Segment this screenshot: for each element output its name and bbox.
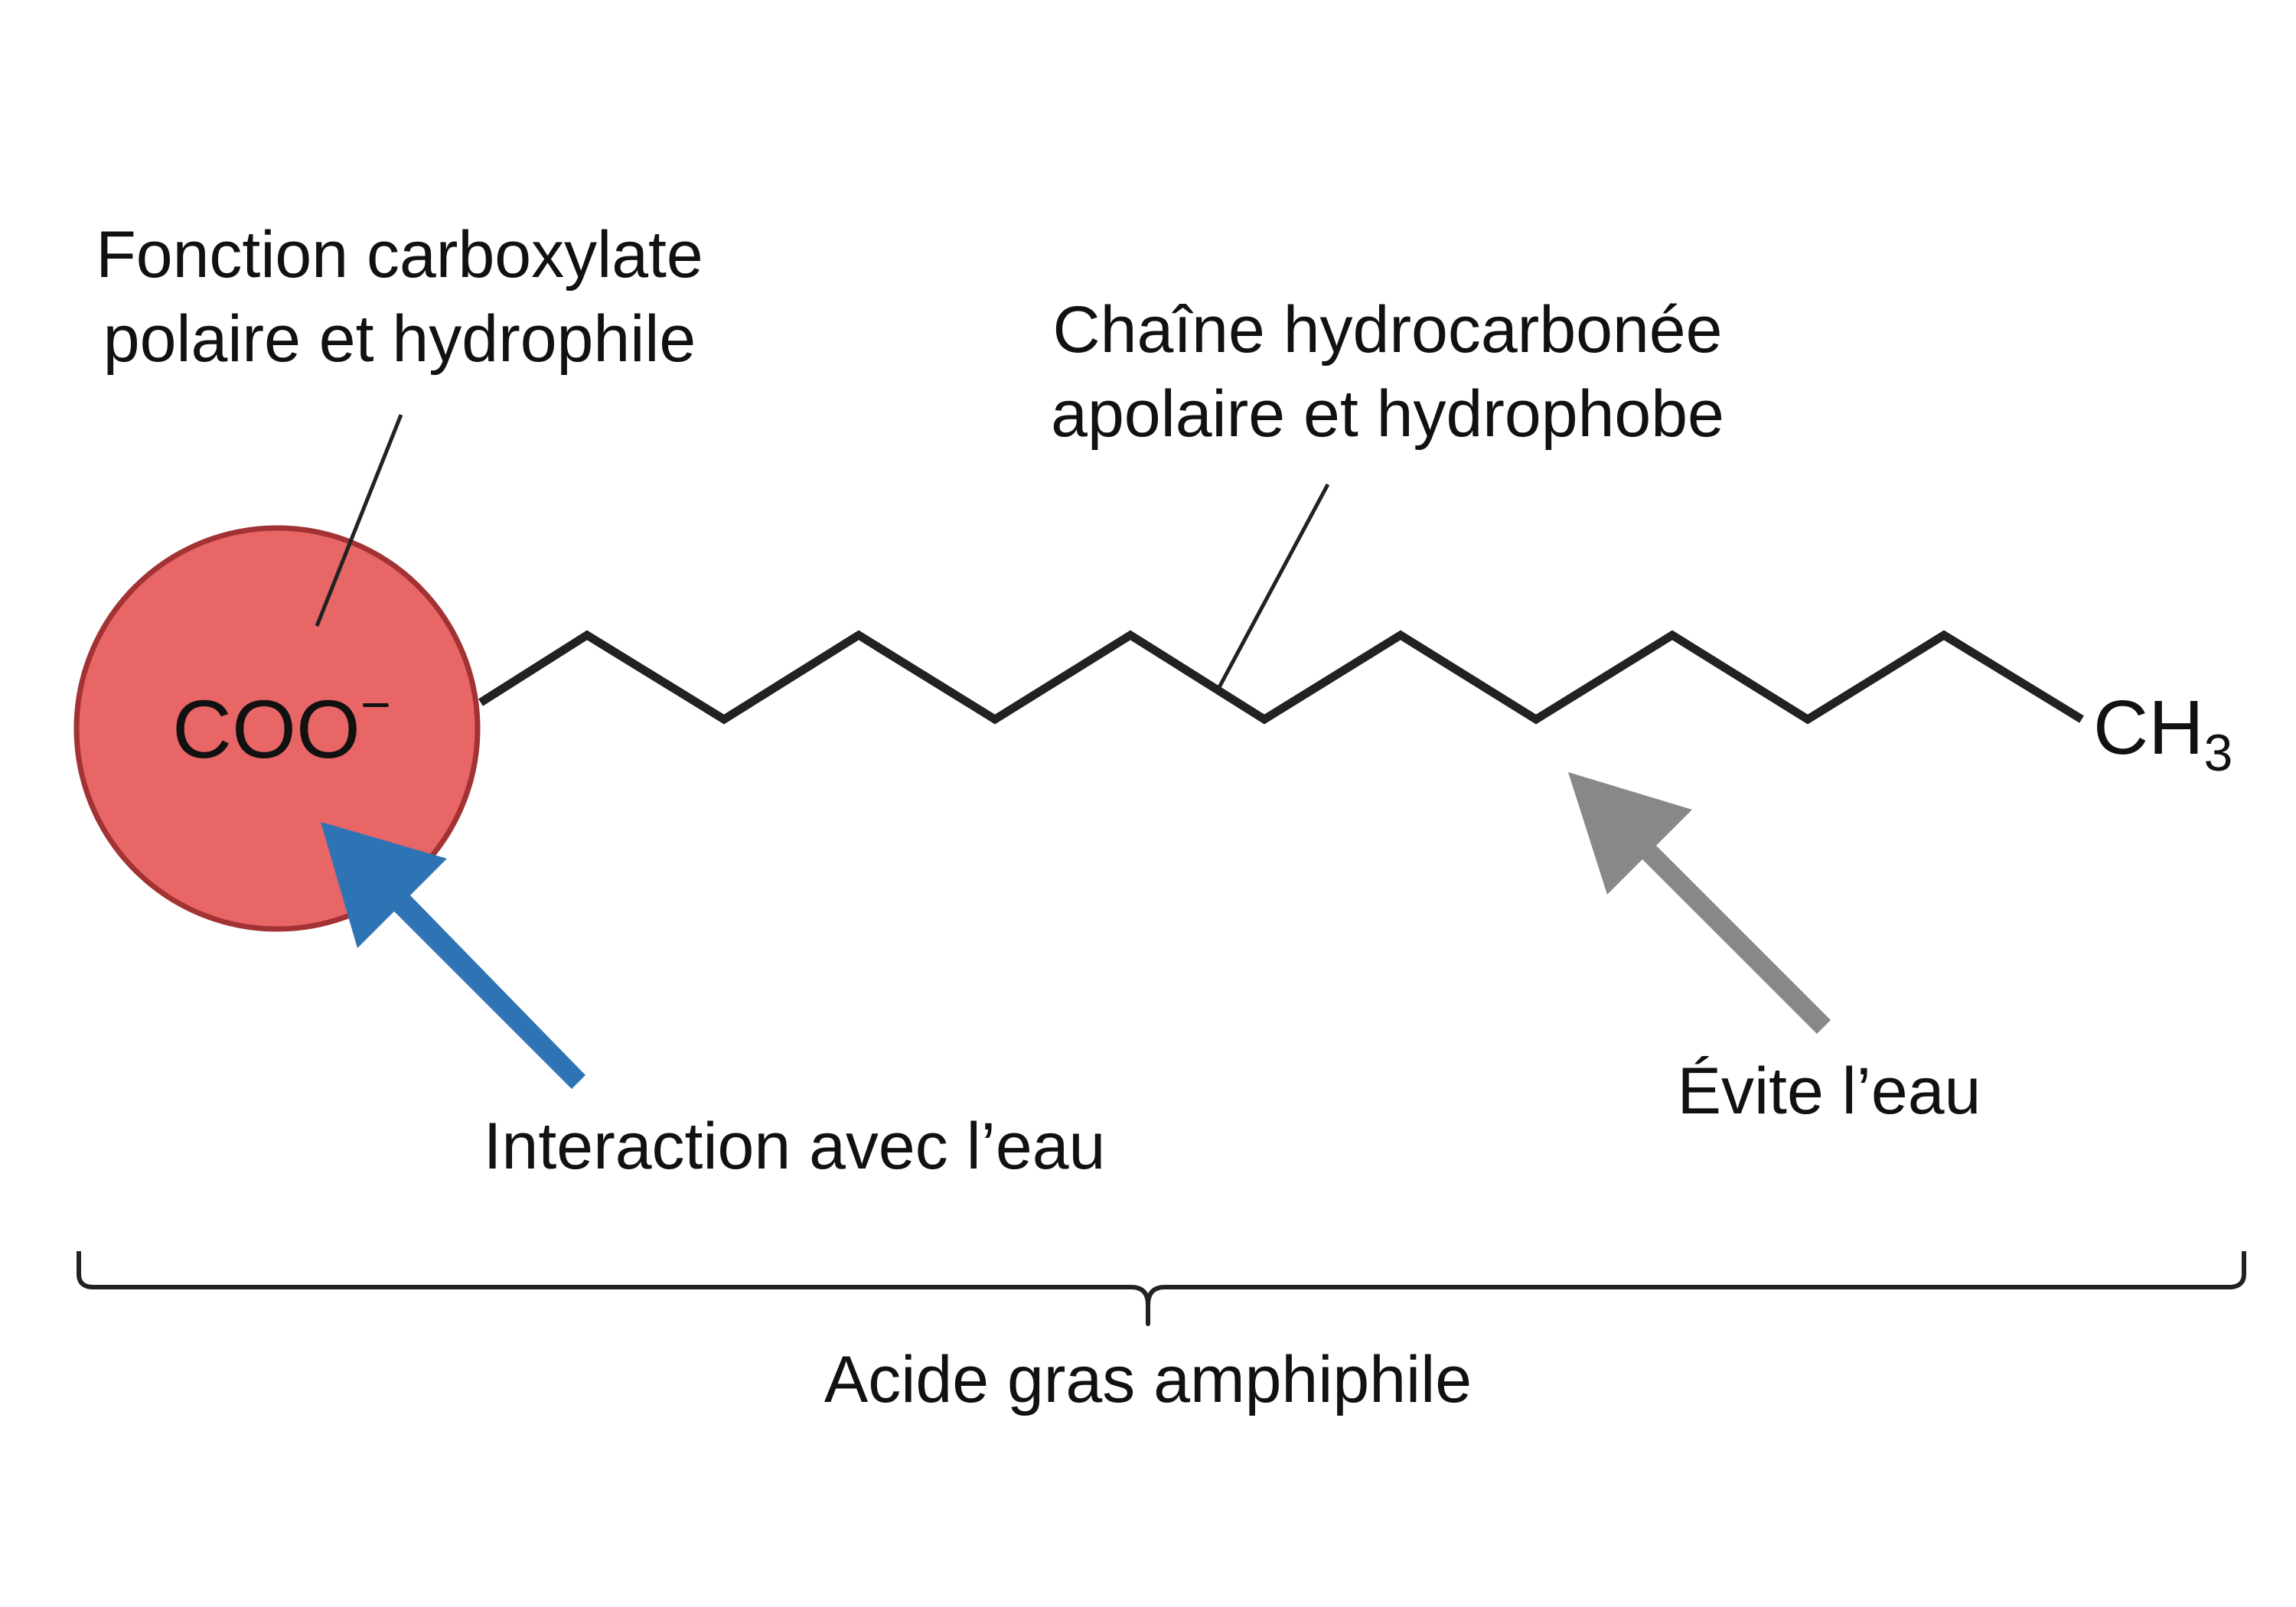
interaction-with-water-arrow [321, 822, 585, 1089]
molecule-brace [77, 1251, 2246, 1326]
head-label-line1: Fonction carboxylate [96, 218, 703, 292]
tail-formula: CH3 [2093, 685, 2232, 782]
molecule-label: Acide gras amphiphile [824, 1343, 1472, 1416]
head-formula: COO− [172, 676, 391, 775]
carboxylate-head-circle [73, 525, 481, 932]
chain-label-line1: Chaîne hydrocarbonée [1053, 293, 1723, 367]
interaction-label: Interaction avec l’eau [484, 1110, 1106, 1183]
avoid-label: Évite l’eau [1678, 1054, 1981, 1128]
head-label-line2: polaire et hydrophile [103, 302, 696, 376]
chain-label-leader-line [1216, 483, 1330, 690]
chain-label-line2: apolaire et hydrophobe [1051, 377, 1724, 451]
head-label-leader-line [315, 414, 403, 627]
avoids-water-arrow [1568, 772, 1831, 1034]
hydrocarbon-chain [478, 630, 2084, 725]
